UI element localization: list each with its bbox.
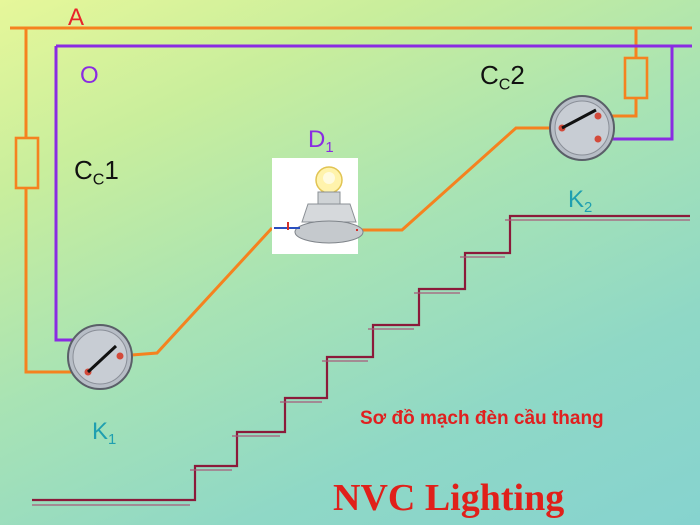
staircase-shadow bbox=[32, 219, 690, 506]
neutral-line-label: O bbox=[80, 62, 99, 89]
fuse2-body bbox=[623, 56, 649, 100]
neutral-drop-right bbox=[598, 46, 674, 141]
lamp bbox=[272, 158, 364, 254]
switch2 bbox=[549, 95, 615, 161]
phase-drop-right bbox=[598, 28, 638, 118]
diagram-caption: Sơ đồ mạch đèn cầu thang bbox=[360, 408, 604, 429]
staircase bbox=[32, 214, 690, 506]
switch2-label: K2 bbox=[568, 186, 593, 217]
phase-drop-left bbox=[24, 28, 88, 374]
fuse2-label: CC2 bbox=[480, 60, 525, 94]
neutral-drop-left bbox=[54, 46, 85, 342]
lamp-label: D1 bbox=[308, 126, 334, 157]
staircase-outline bbox=[32, 214, 690, 502]
phase-line-label: A bbox=[68, 4, 85, 31]
fuse1-label: CC1 bbox=[74, 155, 119, 189]
neutral-wire bbox=[54, 44, 692, 342]
switch1-label: K1 bbox=[92, 418, 117, 449]
brand-logo-text: NVC Lighting bbox=[333, 477, 565, 519]
wire-lamp-to-switch2 bbox=[358, 126, 560, 232]
fuse1-body bbox=[14, 136, 40, 190]
phase-wire bbox=[10, 26, 692, 374]
switch1 bbox=[67, 324, 133, 390]
wire-switch1-to-lamp bbox=[119, 226, 274, 358]
